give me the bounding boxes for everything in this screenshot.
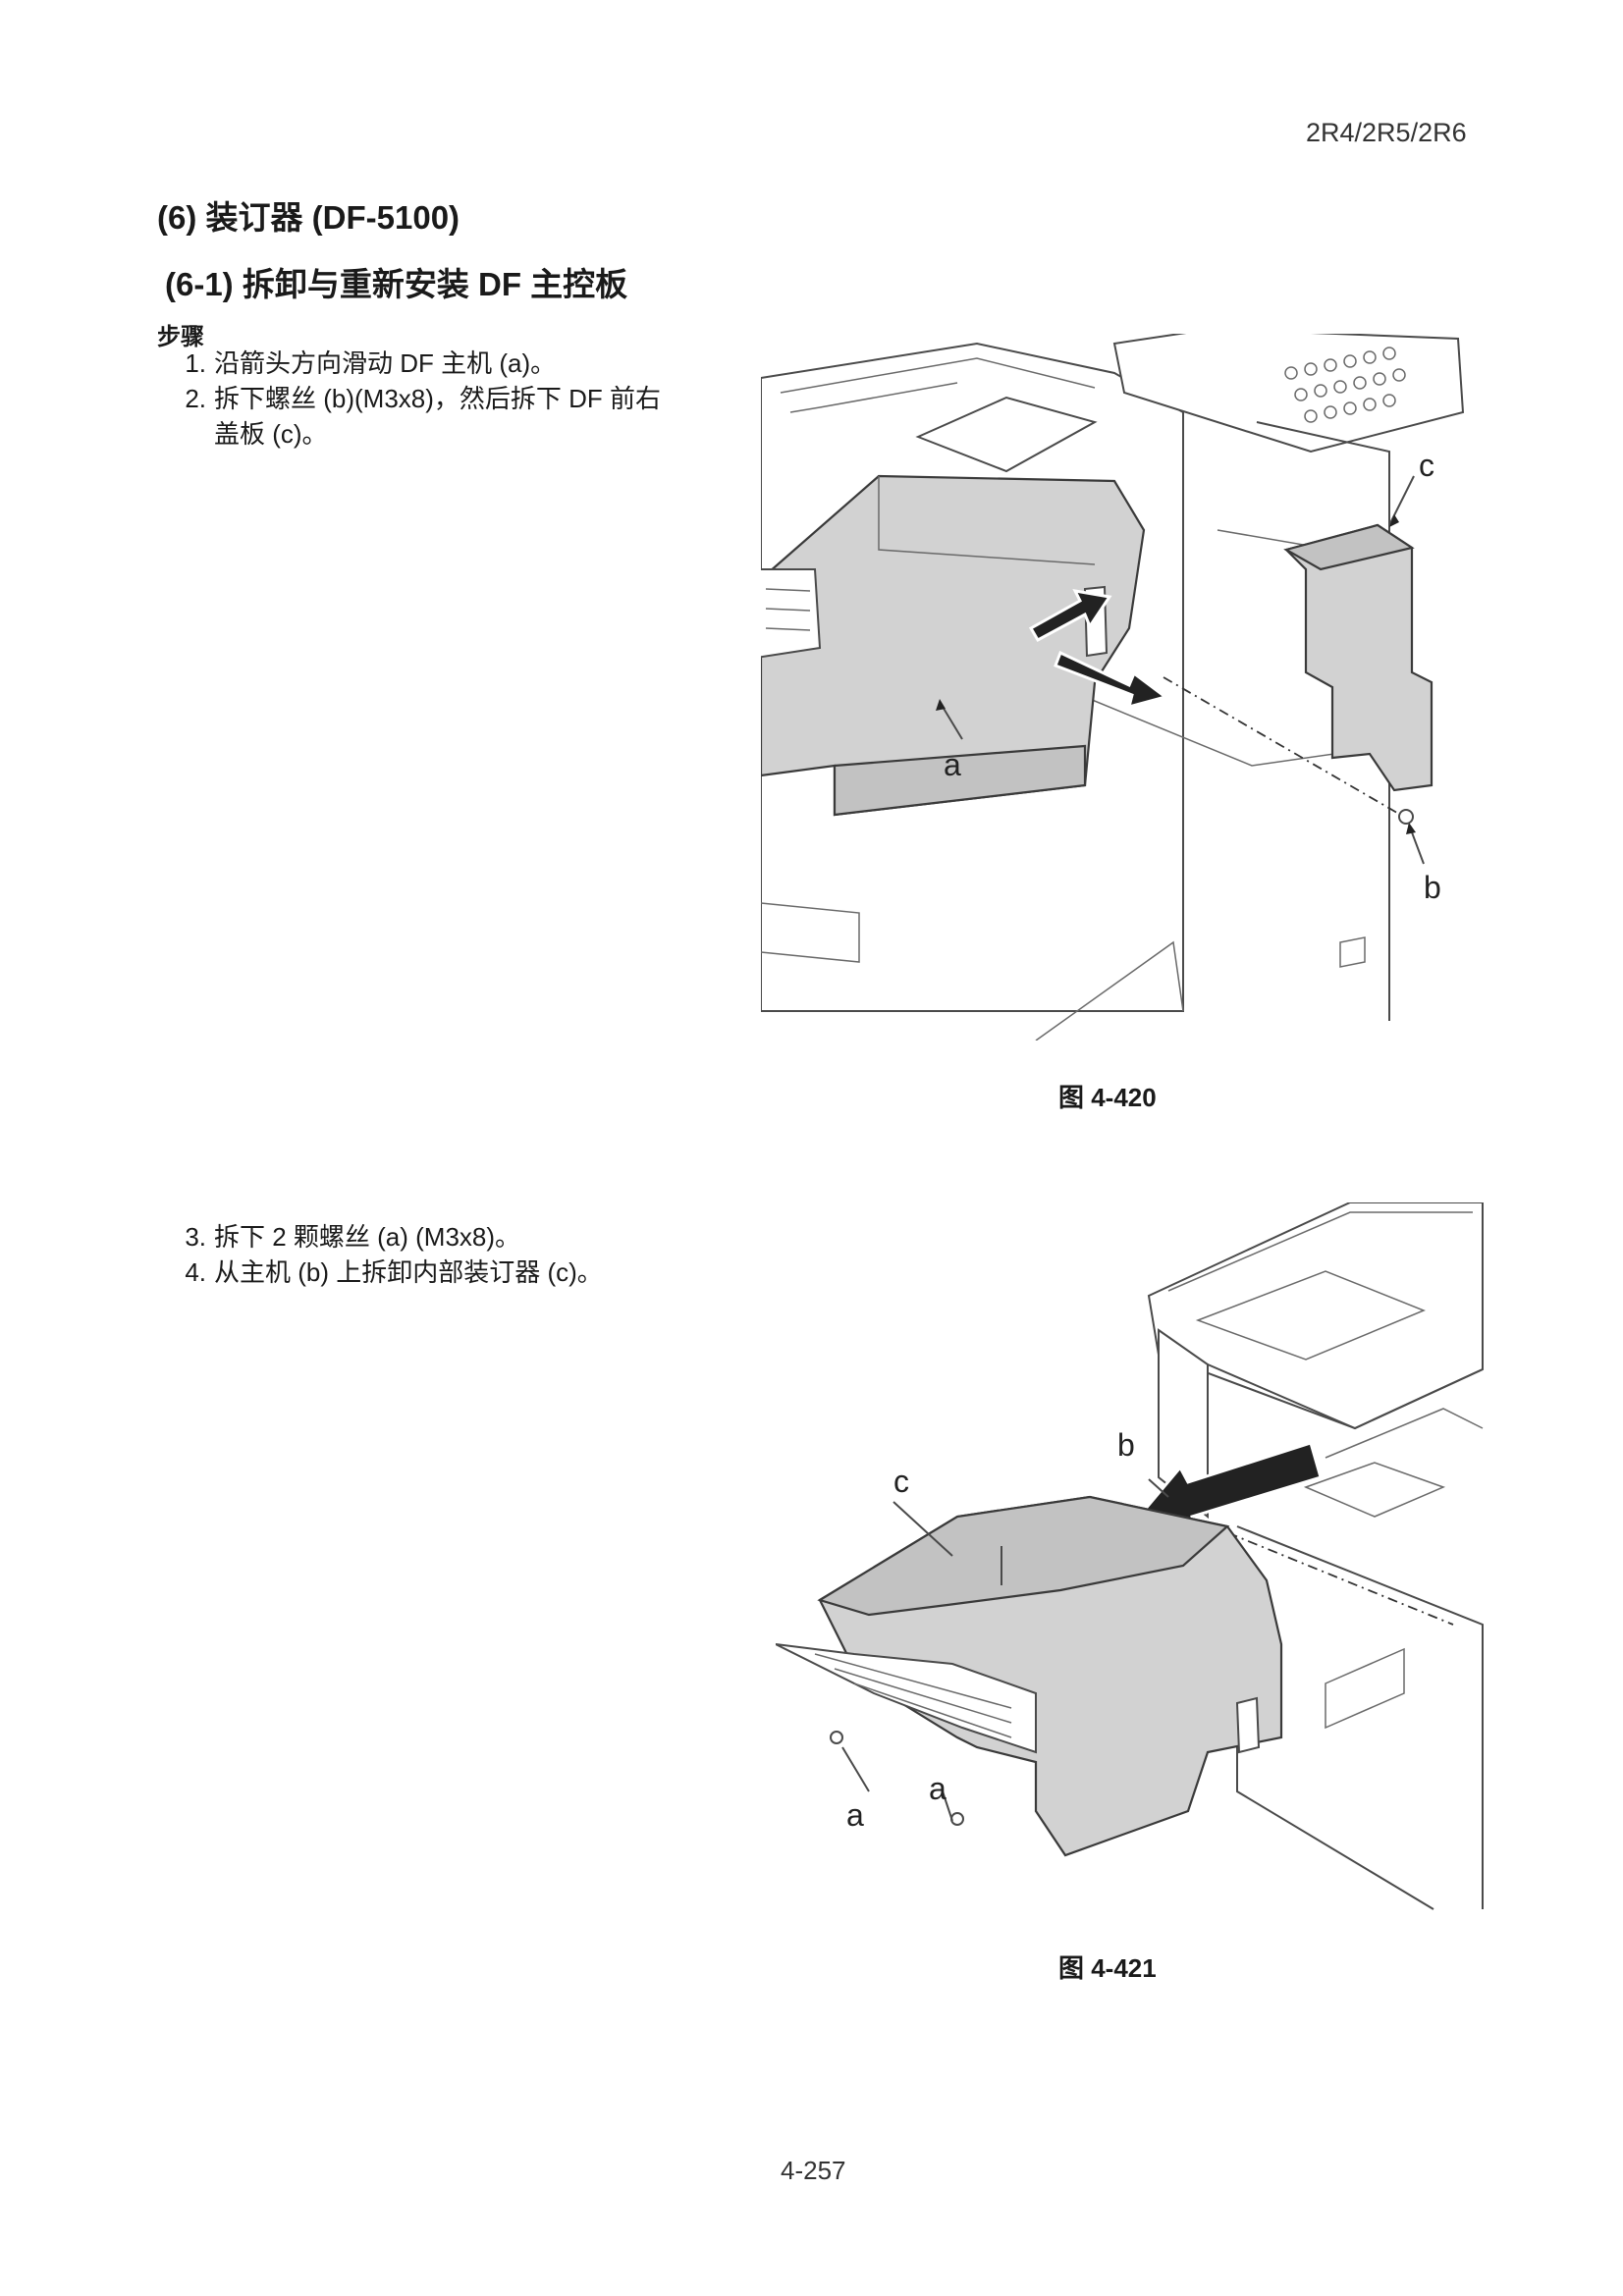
procedure-label: 步骤 [157, 324, 204, 350]
steps-list-1: 1.沿箭头方向滑动 DF 主机 (a)。 2.拆下螺丝 (b)(M3x8)，然后… [177, 346, 661, 452]
label-c: c [893, 1464, 909, 1499]
main-unit-outline [761, 342, 1184, 1012]
figure-4-421-illustration: c b a a [776, 1202, 1484, 1910]
screw-alignment-line [1163, 676, 1410, 821]
df-exit-tray [761, 568, 822, 659]
screw-a-right-icon [950, 1812, 964, 1826]
step-item: 2.拆下螺丝 (b)(M3x8)，然后拆下 DF 前右 [185, 384, 662, 413]
document-model-code: 2R4/2R5/2R6 [1306, 118, 1467, 147]
label-b: b [1117, 1427, 1135, 1463]
section-title: (6) 装订器 (DF-5100) [157, 199, 460, 236]
keypad-icon [1284, 347, 1406, 423]
figure-4-420-caption: 图 4-420 [1058, 1083, 1157, 1112]
df-front-right-cover [1283, 523, 1434, 792]
steps-list-2: 3.拆下 2 颗螺丝 (a) (M3x8)。 4.从主机 (b) 上拆卸内部装订… [177, 1219, 603, 1290]
step-item: 3.拆下 2 颗螺丝 (a) (M3x8)。 [185, 1222, 521, 1252]
page-number: 4-257 [781, 2156, 846, 2185]
screw-a-left-icon [830, 1731, 843, 1744]
slide-direction-arrow [1028, 589, 1112, 643]
label-a-left: a [846, 1797, 864, 1833]
cover-removal-arrow [1054, 650, 1169, 710]
operation-panel [1112, 334, 1465, 454]
subsection-title: (6-1) 拆卸与重新安装 DF 主控板 [165, 266, 628, 302]
label-a-right: a [929, 1771, 947, 1806]
figure-4-421-caption: 图 4-421 [1058, 1953, 1157, 1983]
stapler-handle [1235, 1696, 1261, 1754]
step-item: 1.沿箭头方向滑动 DF 主机 (a)。 [185, 348, 557, 378]
figure-4-420-illustration: c a b [761, 334, 1465, 1041]
top-tray [915, 396, 1098, 473]
label-c: c [1419, 448, 1434, 483]
screw-b-icon [1398, 809, 1414, 825]
step-item: 盖板 (c)。 [214, 419, 328, 449]
label-a: a [944, 747, 961, 782]
label-b: b [1424, 870, 1441, 905]
step-item: 4.从主机 (b) 上拆卸内部装订器 (c)。 [185, 1257, 603, 1287]
main-unit-side-panel [1158, 1328, 1209, 1520]
